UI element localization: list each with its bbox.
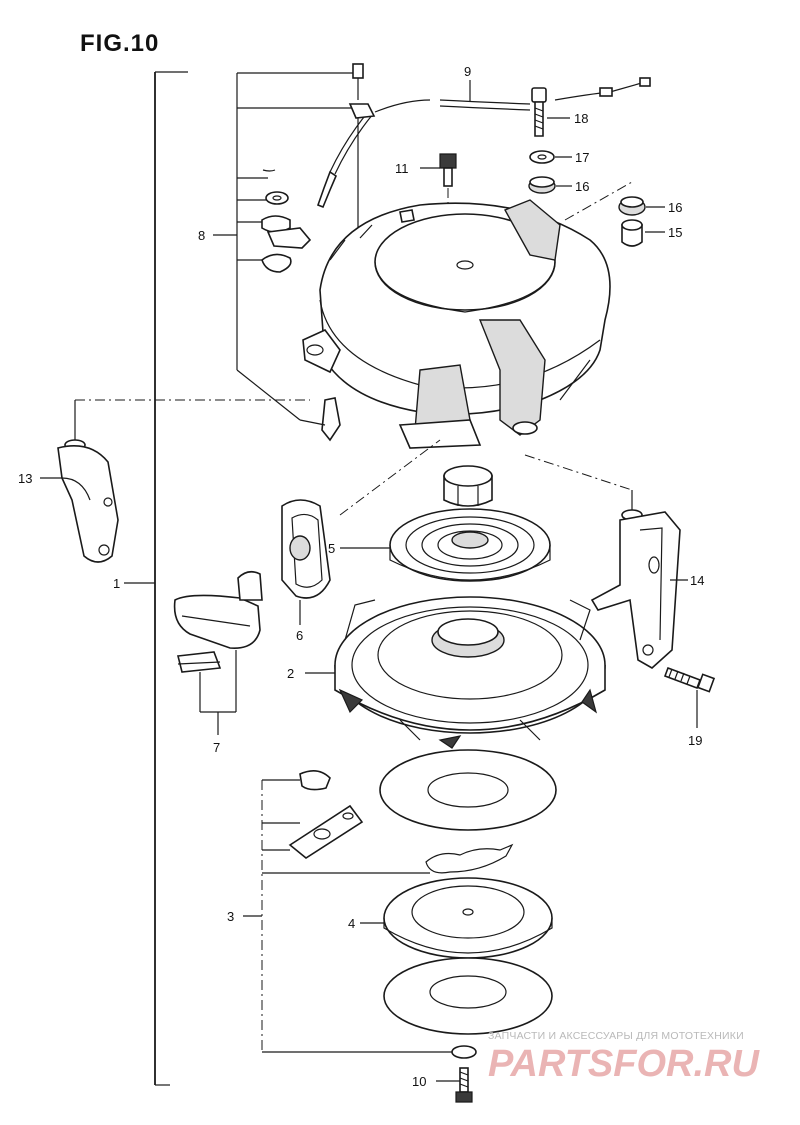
pulley-reel-2: [305, 596, 606, 749]
pawl-plate: [288, 804, 364, 859]
starter-housing: [302, 199, 611, 516]
rope-handle-7: [173, 570, 263, 735]
bolt-18: [531, 87, 570, 137]
figure-title: FIG.10: [80, 30, 160, 57]
callout-labels: 1 2 3 4 5 6 7 8 9 10 11 13 14 15 16 16 1…: [18, 64, 704, 1089]
handle-grip-6: [281, 499, 331, 625]
grommet-16-left: [528, 176, 572, 194]
callout-1: 1: [113, 576, 120, 591]
assembly-bracket-1: [124, 71, 188, 1086]
callout-7: 7: [213, 740, 220, 755]
callout-17: 17: [575, 150, 589, 165]
callout-19: 19: [688, 733, 702, 748]
friction-plate-lower: [383, 957, 553, 1035]
watermark-logo: PARTSFOR.RU: [488, 1043, 759, 1085]
bracket-13: [40, 399, 310, 563]
wire-clip: [425, 843, 514, 874]
callout-15: 15: [668, 225, 682, 240]
callout-18: 18: [574, 111, 588, 126]
callout-5: 5: [328, 541, 335, 556]
callout-13: 13: [18, 471, 32, 486]
callout-4: 4: [348, 916, 355, 931]
recoil-spring-5: [340, 508, 551, 582]
callout-6: 6: [296, 628, 303, 643]
callout-2: 2: [287, 666, 294, 681]
bracket-14: [524, 454, 688, 669]
grommet-16-right: [564, 181, 665, 221]
washer-17: [529, 150, 572, 164]
screw-10: [436, 1067, 473, 1103]
callout-16-right: 16: [668, 200, 682, 215]
throttle-cable-9: [316, 77, 651, 209]
callout-3: 3: [227, 909, 234, 924]
drive-plate-4: [360, 877, 553, 959]
watermark-tagline: ЗАПЧАСТИ И АКСЕССУАРЫ ДЛЯ МОТОТЕХНИКИ: [488, 1030, 744, 1042]
group-bracket-3: [243, 779, 455, 1053]
collar-15: [621, 219, 665, 247]
cable-clamp: [299, 397, 341, 442]
bolt-19: [663, 666, 716, 728]
callout-14: 14: [690, 573, 704, 588]
callout-8: 8: [198, 228, 205, 243]
group-8-parts: [261, 63, 376, 273]
callout-11: 11: [395, 161, 409, 176]
callout-16-left: 16: [575, 179, 589, 194]
washer-bottom: [451, 1045, 477, 1059]
callout-10: 10: [412, 1074, 426, 1089]
ratchet-pawl: [299, 770, 331, 791]
bushing: [443, 465, 493, 507]
callout-9: 9: [464, 64, 471, 79]
friction-plate-upper: [379, 749, 557, 831]
